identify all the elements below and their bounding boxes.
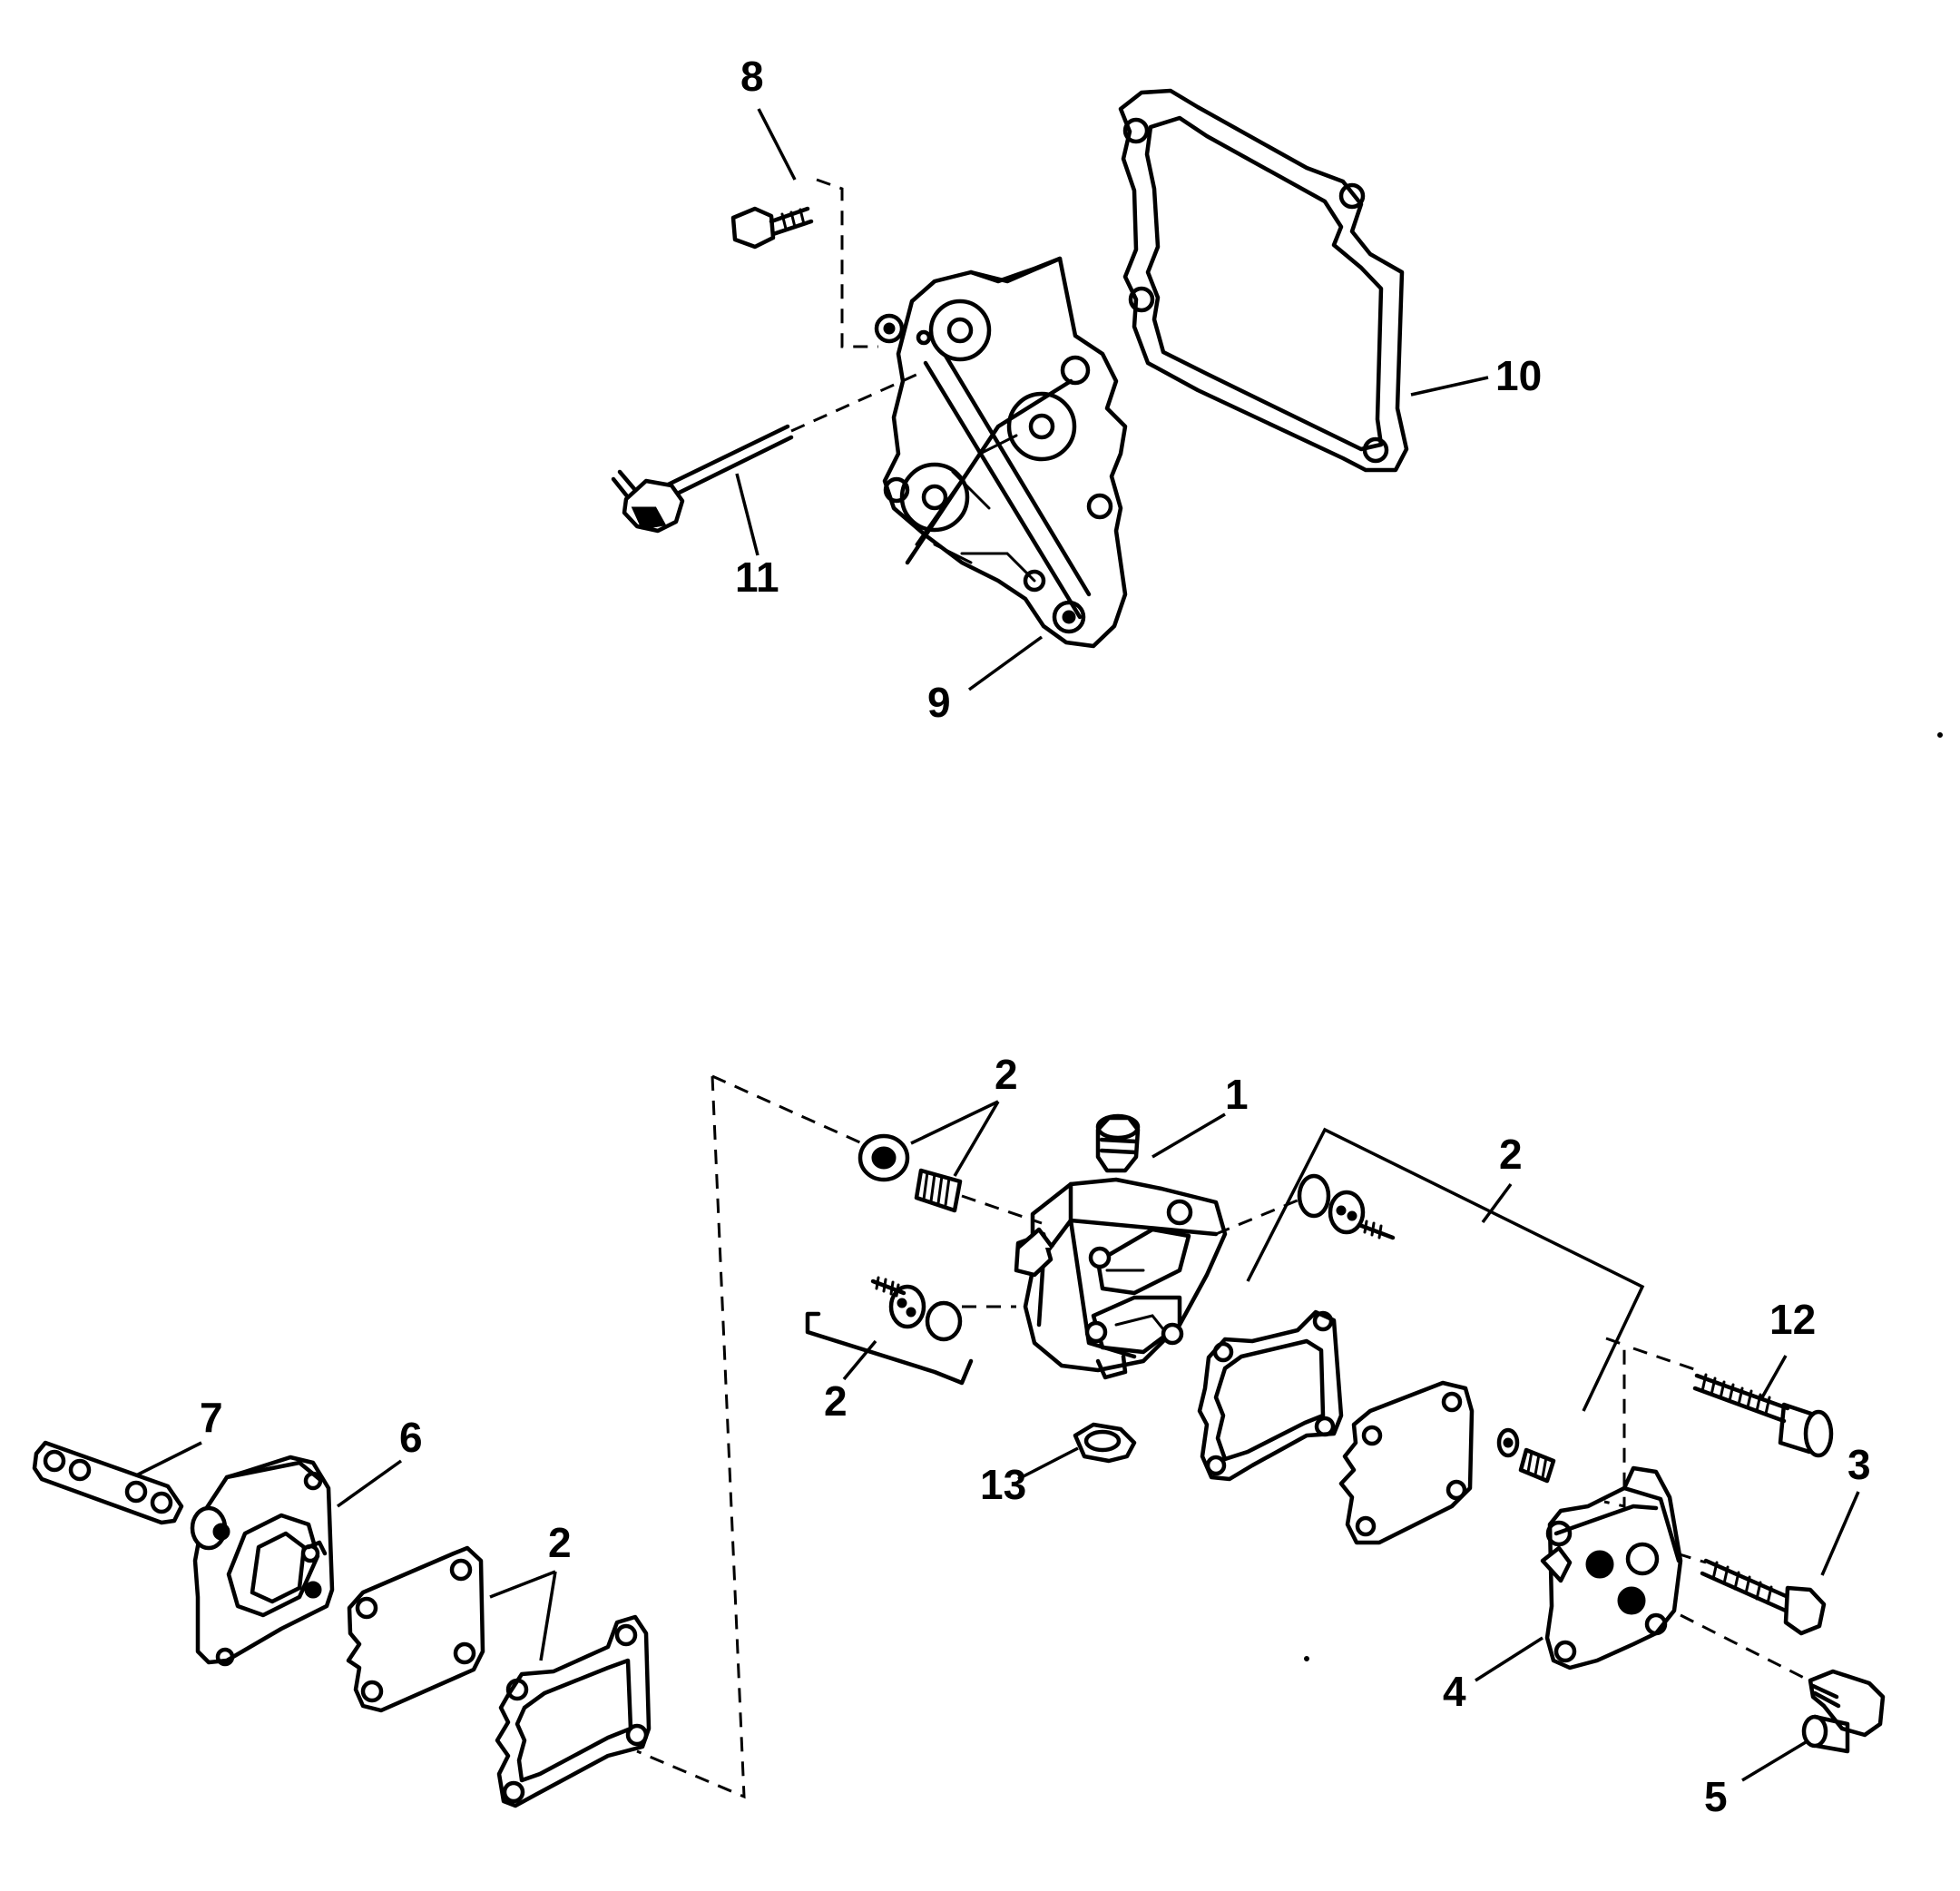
callout-11: 11 — [735, 554, 779, 601]
part-6-pump-housing — [190, 1455, 335, 1667]
leader-3 — [1820, 1491, 1860, 1576]
callout-7: 7 — [200, 1394, 223, 1441]
leader-2-washer — [910, 1100, 999, 1145]
callout-4: 4 — [1443, 1668, 1466, 1715]
leader-2-bottom-b — [539, 1571, 557, 1661]
callout-10: 10 — [1495, 352, 1542, 399]
part-2-valve-spring — [1496, 1427, 1556, 1484]
part-2-right-bracket — [1246, 1127, 1645, 1412]
part-10-gasket — [1118, 88, 1409, 473]
part-2-left-group — [805, 1276, 1016, 1386]
leader-8 — [757, 108, 797, 181]
dashline-4 — [1603, 1337, 1626, 1508]
part-2-gasket-mid — [1197, 1309, 1344, 1482]
leader-2-spring — [953, 1101, 1000, 1177]
part-5-elbow-fitting — [1680, 1613, 1886, 1754]
callout-2-bottom: 2 — [548, 1519, 572, 1566]
part-4-pump-cover — [1540, 1465, 1683, 1671]
speck-mark-2 — [1304, 1656, 1309, 1661]
leader-2-right — [1481, 1182, 1513, 1224]
callout-13: 13 — [980, 1461, 1026, 1508]
leader-1 — [1152, 1112, 1226, 1159]
callout-8: 8 — [740, 53, 764, 100]
callout-3: 3 — [1847, 1441, 1871, 1488]
leader-2-left — [842, 1339, 877, 1381]
part-7-strap — [32, 1440, 184, 1525]
part-9-cover-plate — [874, 256, 1128, 649]
part-2-right-top — [1297, 1173, 1396, 1240]
part-3-bolt — [1676, 1552, 1827, 1636]
leader-4 — [1475, 1636, 1544, 1682]
part-2-washer — [858, 1133, 910, 1182]
part-8-bolt — [730, 206, 814, 250]
part-13-clamp — [1073, 1422, 1137, 1464]
leader-6 — [336, 1459, 403, 1508]
part-2-diaphragm-mid — [1338, 1380, 1475, 1545]
leader-10 — [1410, 376, 1489, 397]
leader-2-bottom-a — [489, 1570, 556, 1599]
dashline-12 — [1632, 1347, 1698, 1372]
leader-9 — [967, 635, 1044, 691]
callout-9: 9 — [927, 679, 951, 726]
callout-6: 6 — [399, 1414, 423, 1461]
leader-12 — [1760, 1355, 1788, 1398]
dashline-spring — [961, 1194, 1043, 1225]
part-2-diaphragm-left — [346, 1545, 485, 1713]
part-12-long-bolt — [1692, 1373, 1834, 1458]
dashline-main-bracket — [636, 1074, 863, 1799]
part-2-gasket-bottom — [495, 1614, 652, 1808]
callout-2-top-b: 2 — [1499, 1131, 1523, 1178]
part-11-rod — [611, 424, 794, 534]
part-1-pump-body — [1014, 1113, 1228, 1380]
callout-2-left-lower: 2 — [824, 1377, 848, 1425]
callout-2-top-a: 2 — [995, 1051, 1018, 1098]
part-2-spring-top — [914, 1168, 963, 1213]
callout-12: 12 — [1769, 1296, 1816, 1343]
leader-7 — [135, 1441, 202, 1477]
leader-5 — [1741, 1740, 1807, 1782]
dashline-8 — [816, 178, 878, 348]
speck-mark — [1937, 732, 1943, 738]
callout-1: 1 — [1225, 1071, 1249, 1118]
leader-11 — [735, 473, 760, 556]
leader-13 — [1017, 1446, 1079, 1481]
callout-5: 5 — [1704, 1773, 1728, 1820]
